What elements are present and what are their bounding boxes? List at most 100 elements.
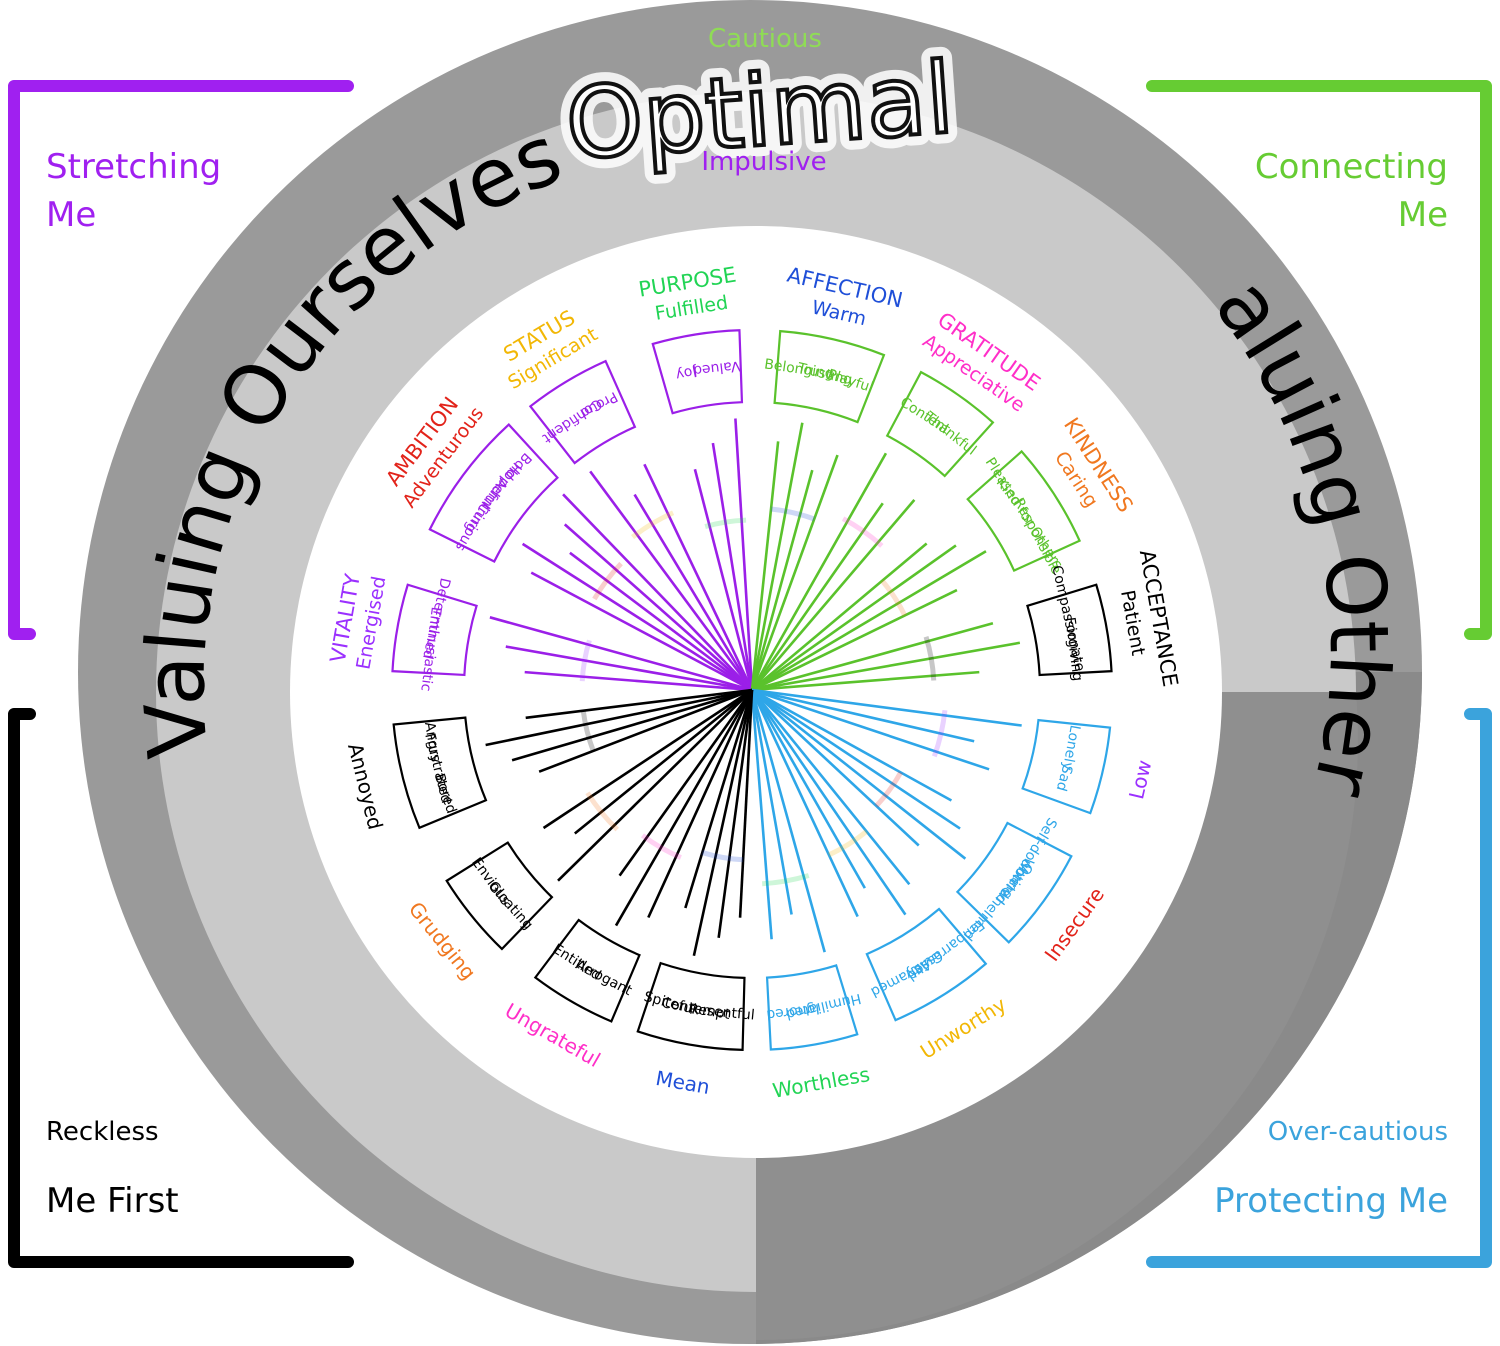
spoke-ungrateful-2 <box>618 689 754 877</box>
faint-arc-acceptance <box>923 636 937 681</box>
spoke-low-0 <box>751 688 1022 727</box>
spoke-acceptance-1 <box>751 641 1021 692</box>
faint-arc-ungrateful <box>640 833 682 860</box>
spoke-purpose-1 <box>711 442 754 691</box>
faint-arc-grudging <box>585 791 619 832</box>
spoke-kindness-1 <box>751 544 957 692</box>
segment-box-vitality <box>391 583 478 677</box>
spoke-status-0 <box>589 470 754 691</box>
spoke-status-1 <box>633 493 754 691</box>
spoke-acceptance-0 <box>751 621 994 692</box>
impulsive-label: Impulsive <box>701 147 826 177</box>
spoke-vitality-1 <box>505 645 753 692</box>
segment-box-gratitude <box>885 370 995 478</box>
stretching-label-line2: Me <box>46 195 96 235</box>
wheel-segments: EnthusiasticDeterminedVITALITYEnergisedC… <box>326 263 1183 1103</box>
me-first-bracket <box>8 708 354 1268</box>
spoke-ungrateful-1 <box>614 689 754 927</box>
faint-arc-annoyed <box>580 710 596 752</box>
spoke-affection-0 <box>750 441 780 691</box>
spoke-mean-3 <box>684 689 754 909</box>
spoke-unworthy-3 <box>750 689 859 918</box>
spoke-affection-2 <box>750 469 814 691</box>
spoke-gratitude-0 <box>750 452 888 691</box>
faint-arc-status <box>631 510 675 540</box>
spoke-worthless-0 <box>750 689 826 953</box>
spoke-ambition-3 <box>563 523 753 691</box>
spoke-affection-3 <box>750 454 839 691</box>
segment-box-ungrateful <box>533 918 641 1023</box>
spoke-kindness-2 <box>751 550 987 692</box>
spoke-kindness-3 <box>751 588 958 692</box>
spoke-purpose-2 <box>734 418 754 691</box>
faint-arc-affection <box>770 506 816 522</box>
connecting-bracket <box>1146 80 1492 640</box>
spoke-ambition-2 <box>569 551 753 692</box>
faint-arc-insecure <box>874 771 903 808</box>
segment-box-mean <box>636 961 746 1052</box>
faint-arc-kindness <box>880 579 908 617</box>
faint-arc-purpose <box>704 517 747 529</box>
spoke-kindness-0 <box>751 542 928 691</box>
segment-box-annoyed <box>392 716 488 830</box>
spoke-annoyed-3 <box>525 688 753 720</box>
segment-box-low <box>1021 718 1112 815</box>
segment-box-ambition <box>428 423 559 563</box>
faint-arc-gratitude <box>841 516 884 548</box>
spoke-grudging-2 <box>542 688 753 830</box>
spoke-worthless-2 <box>750 689 773 940</box>
segment-box-kindness <box>966 449 1082 573</box>
spoke-ambition-1 <box>521 542 753 692</box>
spoke-vitality-2 <box>489 616 753 692</box>
wheel-faint-arcs <box>579 506 948 887</box>
spoke-insecure-0 <box>751 688 953 802</box>
word-worthless-1: Ignored <box>765 1000 820 1023</box>
spoke-affection-1 <box>750 422 804 691</box>
spoke-mean-0 <box>738 689 754 918</box>
spoke-mean-2 <box>692 689 754 957</box>
spoke-vitality-0 <box>524 670 753 692</box>
spoke-status-2 <box>643 463 754 691</box>
wheel-spokes <box>485 418 1022 957</box>
corner-brackets <box>8 80 1492 1268</box>
segment-box-unworthy <box>865 907 988 1022</box>
spoke-unworthy-0 <box>750 689 911 886</box>
spoke-worthless-1 <box>750 689 793 915</box>
word-annoyed-2: Angry <box>421 721 444 764</box>
word-mean-0: Resentful <box>688 1002 755 1024</box>
spoke-grudging-1 <box>573 688 753 835</box>
spoke-insecure-3 <box>751 689 920 847</box>
spoke-gratitude-1 <box>750 502 884 691</box>
cautious-label: Cautious <box>708 24 822 54</box>
segment-box-purpose <box>651 329 744 415</box>
spoke-insecure-2 <box>751 688 967 860</box>
word-low-1: Sad <box>1053 763 1076 793</box>
faint-arc-ambition <box>592 561 623 601</box>
spoke-acceptance-2 <box>751 670 980 692</box>
spoke-unworthy-1 <box>750 689 907 916</box>
spoke-gratitude-2 <box>751 499 916 691</box>
segment-box-insecure <box>955 821 1073 944</box>
spoke-low-2 <box>751 688 990 771</box>
faint-arc-unworthy <box>827 829 869 858</box>
spoke-unworthy-2 <box>750 689 866 889</box>
spoke-annoyed-1 <box>511 688 753 762</box>
protecting-me-label: Protecting Me <box>1214 1181 1448 1221</box>
segment-box-affection <box>773 329 886 424</box>
stretching-label-line1: Stretching <box>46 147 221 187</box>
spoke-insecure-1 <box>751 688 961 830</box>
spoke-ambition-4 <box>562 493 753 691</box>
spoke-annoyed-2 <box>485 688 753 747</box>
segment-box-status <box>528 359 637 465</box>
segment-box-worthless <box>765 964 859 1051</box>
faint-arc-worthless <box>762 873 810 887</box>
stretching-bracket <box>8 80 354 640</box>
me-first-label: Me First <box>46 1181 179 1221</box>
spoke-low-1 <box>751 688 975 743</box>
connecting-label-line1: Connecting <box>1255 147 1448 187</box>
faint-arc-vitality <box>579 639 592 682</box>
spoke-ambition-0 <box>530 571 753 692</box>
spoke-ungrateful-0 <box>647 689 754 919</box>
faint-arc-low <box>931 710 948 758</box>
